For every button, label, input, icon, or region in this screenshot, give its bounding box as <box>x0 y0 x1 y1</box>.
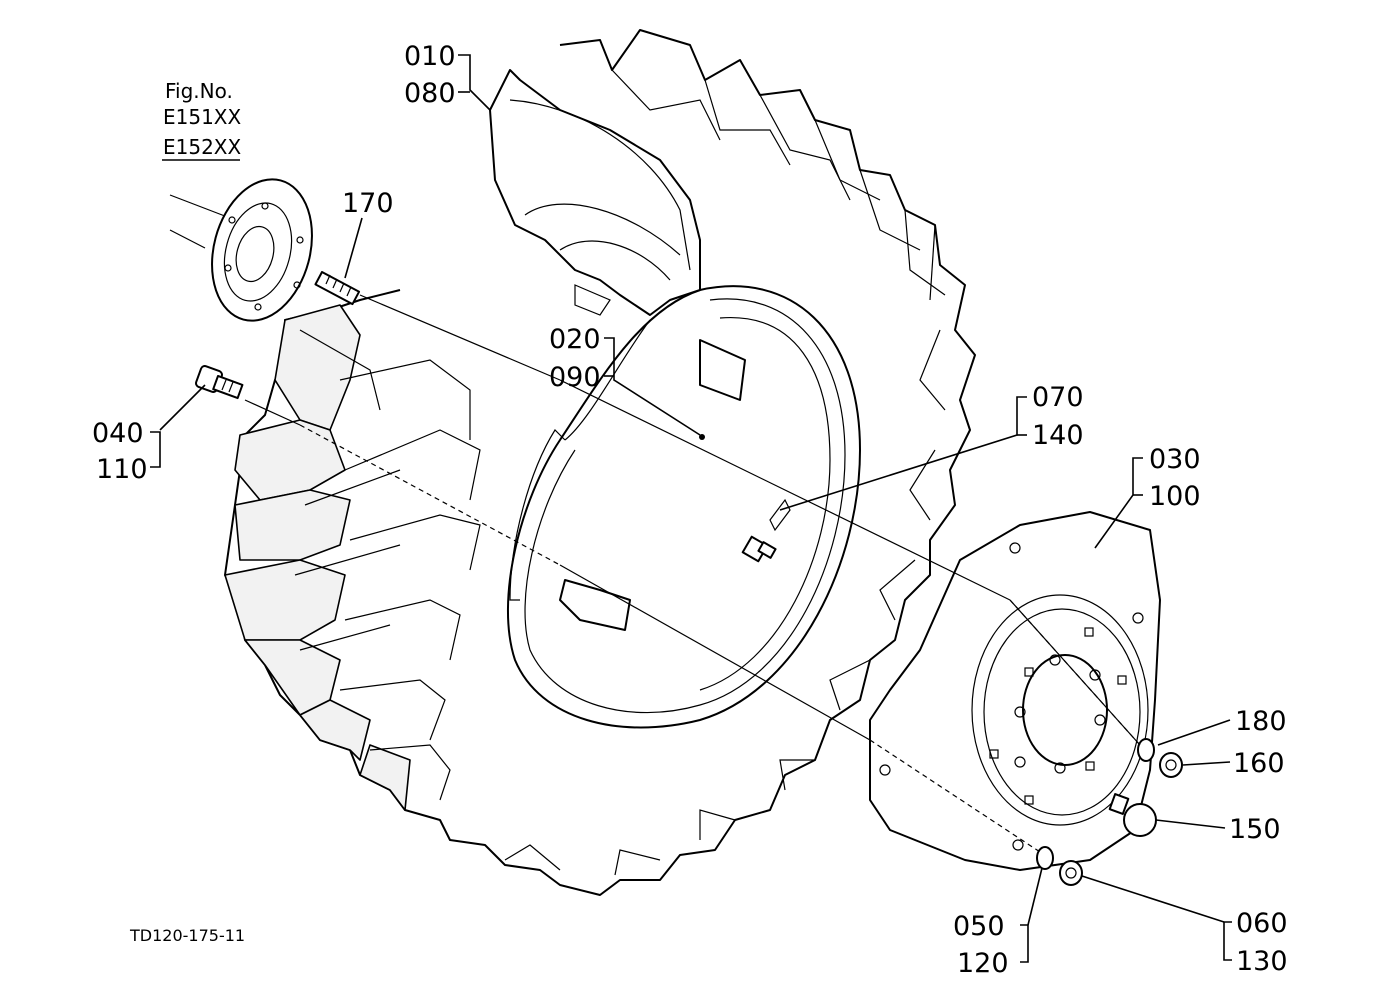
callout-bolt-line-1: 040 <box>92 418 144 449</box>
hub-drawing <box>169 178 313 322</box>
callout-tire-line-1: 010 <box>404 41 456 72</box>
fasteners-drawing <box>1036 738 1183 886</box>
drawing-code: TD120-175-11 <box>129 926 245 945</box>
callout-bolt-line-2: 110 <box>96 454 148 485</box>
callout-nut-b-line-2: 130 <box>1236 946 1288 977</box>
callout-lockwasher-a: 180 <box>1235 706 1287 737</box>
callout-disc: 030 100 <box>1149 444 1201 512</box>
figure-reference: Fig.No. E151XX E152XX <box>163 79 242 159</box>
callout-nut-a-line-1: 160 <box>1233 748 1285 779</box>
callout-disc-line-2: 100 <box>1149 481 1201 512</box>
disc-drawing <box>869 511 1161 871</box>
callout-tire-line-2: 080 <box>404 78 456 109</box>
bolt-drawing <box>195 365 244 400</box>
callout-valve-line-2: 140 <box>1032 420 1084 451</box>
callout-disc-line-1: 030 <box>1149 444 1201 475</box>
rim-drawing <box>506 285 861 729</box>
callout-valve: 070 140 <box>1032 382 1084 451</box>
assembly-lines <box>244 294 1141 853</box>
fig-no-label: Fig.No. <box>165 79 233 103</box>
stud-drawing <box>314 271 361 306</box>
callout-lockwasher-a-line-1: 180 <box>1235 706 1287 737</box>
tube-drawing <box>489 69 701 316</box>
callout-valve-line-1: 070 <box>1032 382 1084 413</box>
callout-tube-line-1: 020 <box>549 324 601 355</box>
callout-hub-bolt-line-1: 150 <box>1229 814 1281 845</box>
callout-stud-line-1: 170 <box>342 188 394 219</box>
callout-bolt: 040 110 <box>92 418 148 485</box>
callout-lockwasher-b-line-1: 050 <box>953 911 1005 942</box>
callout-lockwasher-b-line-2: 120 <box>957 948 1009 979</box>
valve-drawing <box>741 498 791 563</box>
callout-tire: 010 080 <box>404 41 456 109</box>
callout-nut-a: 160 <box>1233 748 1285 779</box>
fig-code-1: E151XX <box>163 105 242 129</box>
leader-lines <box>150 54 1232 963</box>
callout-nut-b-line-1: 060 <box>1236 908 1288 939</box>
callout-tube: 020 090 <box>549 324 601 393</box>
callout-stud: 170 <box>342 188 394 219</box>
fig-code-2: E152XX <box>163 135 242 159</box>
callout-hub-bolt: 150 <box>1229 814 1281 845</box>
callout-lockwasher-b: 050 120 <box>953 911 1009 979</box>
callout-nut-b: 060 130 <box>1236 908 1288 977</box>
callout-tube-line-2: 090 <box>549 362 601 393</box>
